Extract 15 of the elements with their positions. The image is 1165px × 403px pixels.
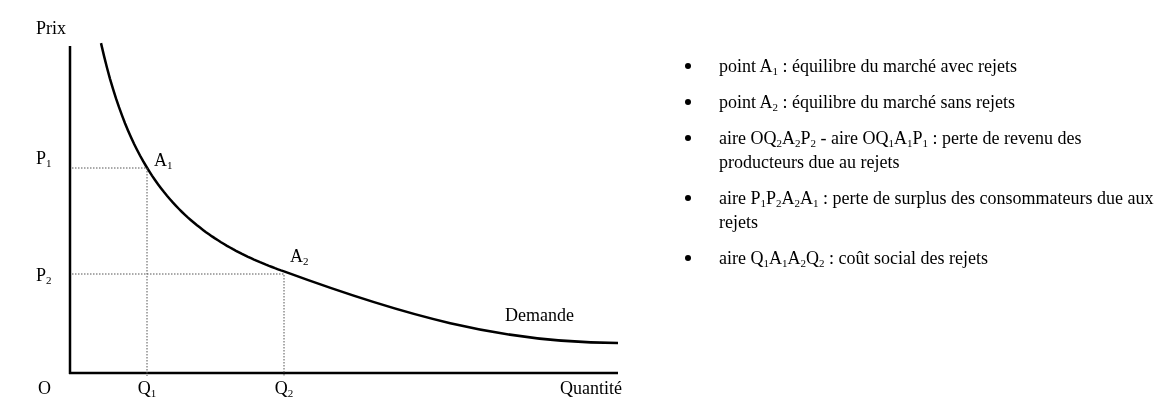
axis-title: Quantité xyxy=(560,378,622,398)
bullet-item: point A$_{2}$ : équilibre du marché sans rejets xyxy=(682,90,1165,114)
bullet-item: aire Q$_{1}$A$_{1}$A$_{2}$Q$_{2}$ : coût social des rejets xyxy=(682,246,1165,270)
curve-label: Demande xyxy=(505,305,574,325)
point-label: A$_{2}$ xyxy=(290,246,309,266)
quantity-label: Q$_{1}$ xyxy=(137,378,157,398)
bullet-item: point A$_{1}$ : équilibre du marché avec rejets xyxy=(682,54,1165,78)
bullet-item: aire OQ$_{2}$A$_{2}$P$_{2}$ - aire OQ$_{1}$A$_{1}$P$_{1}$ : perte de revenu des producteurs due au rejets xyxy=(682,126,1165,174)
origin-label: O xyxy=(38,378,51,398)
quantity-label: Q$_{2}$ xyxy=(274,378,294,398)
price-label: P$_{2}$ xyxy=(36,265,52,285)
bullet-item: aire P$_{1}$P$_{2}$A$_{2}$A$_{1}$ : perte de surplus des consommateurs due aux rejets xyxy=(682,186,1165,234)
price-label: P$_{1}$ xyxy=(36,148,52,168)
axis-title: Prix xyxy=(36,18,66,38)
point-label: A$_{1}$ xyxy=(154,150,173,170)
